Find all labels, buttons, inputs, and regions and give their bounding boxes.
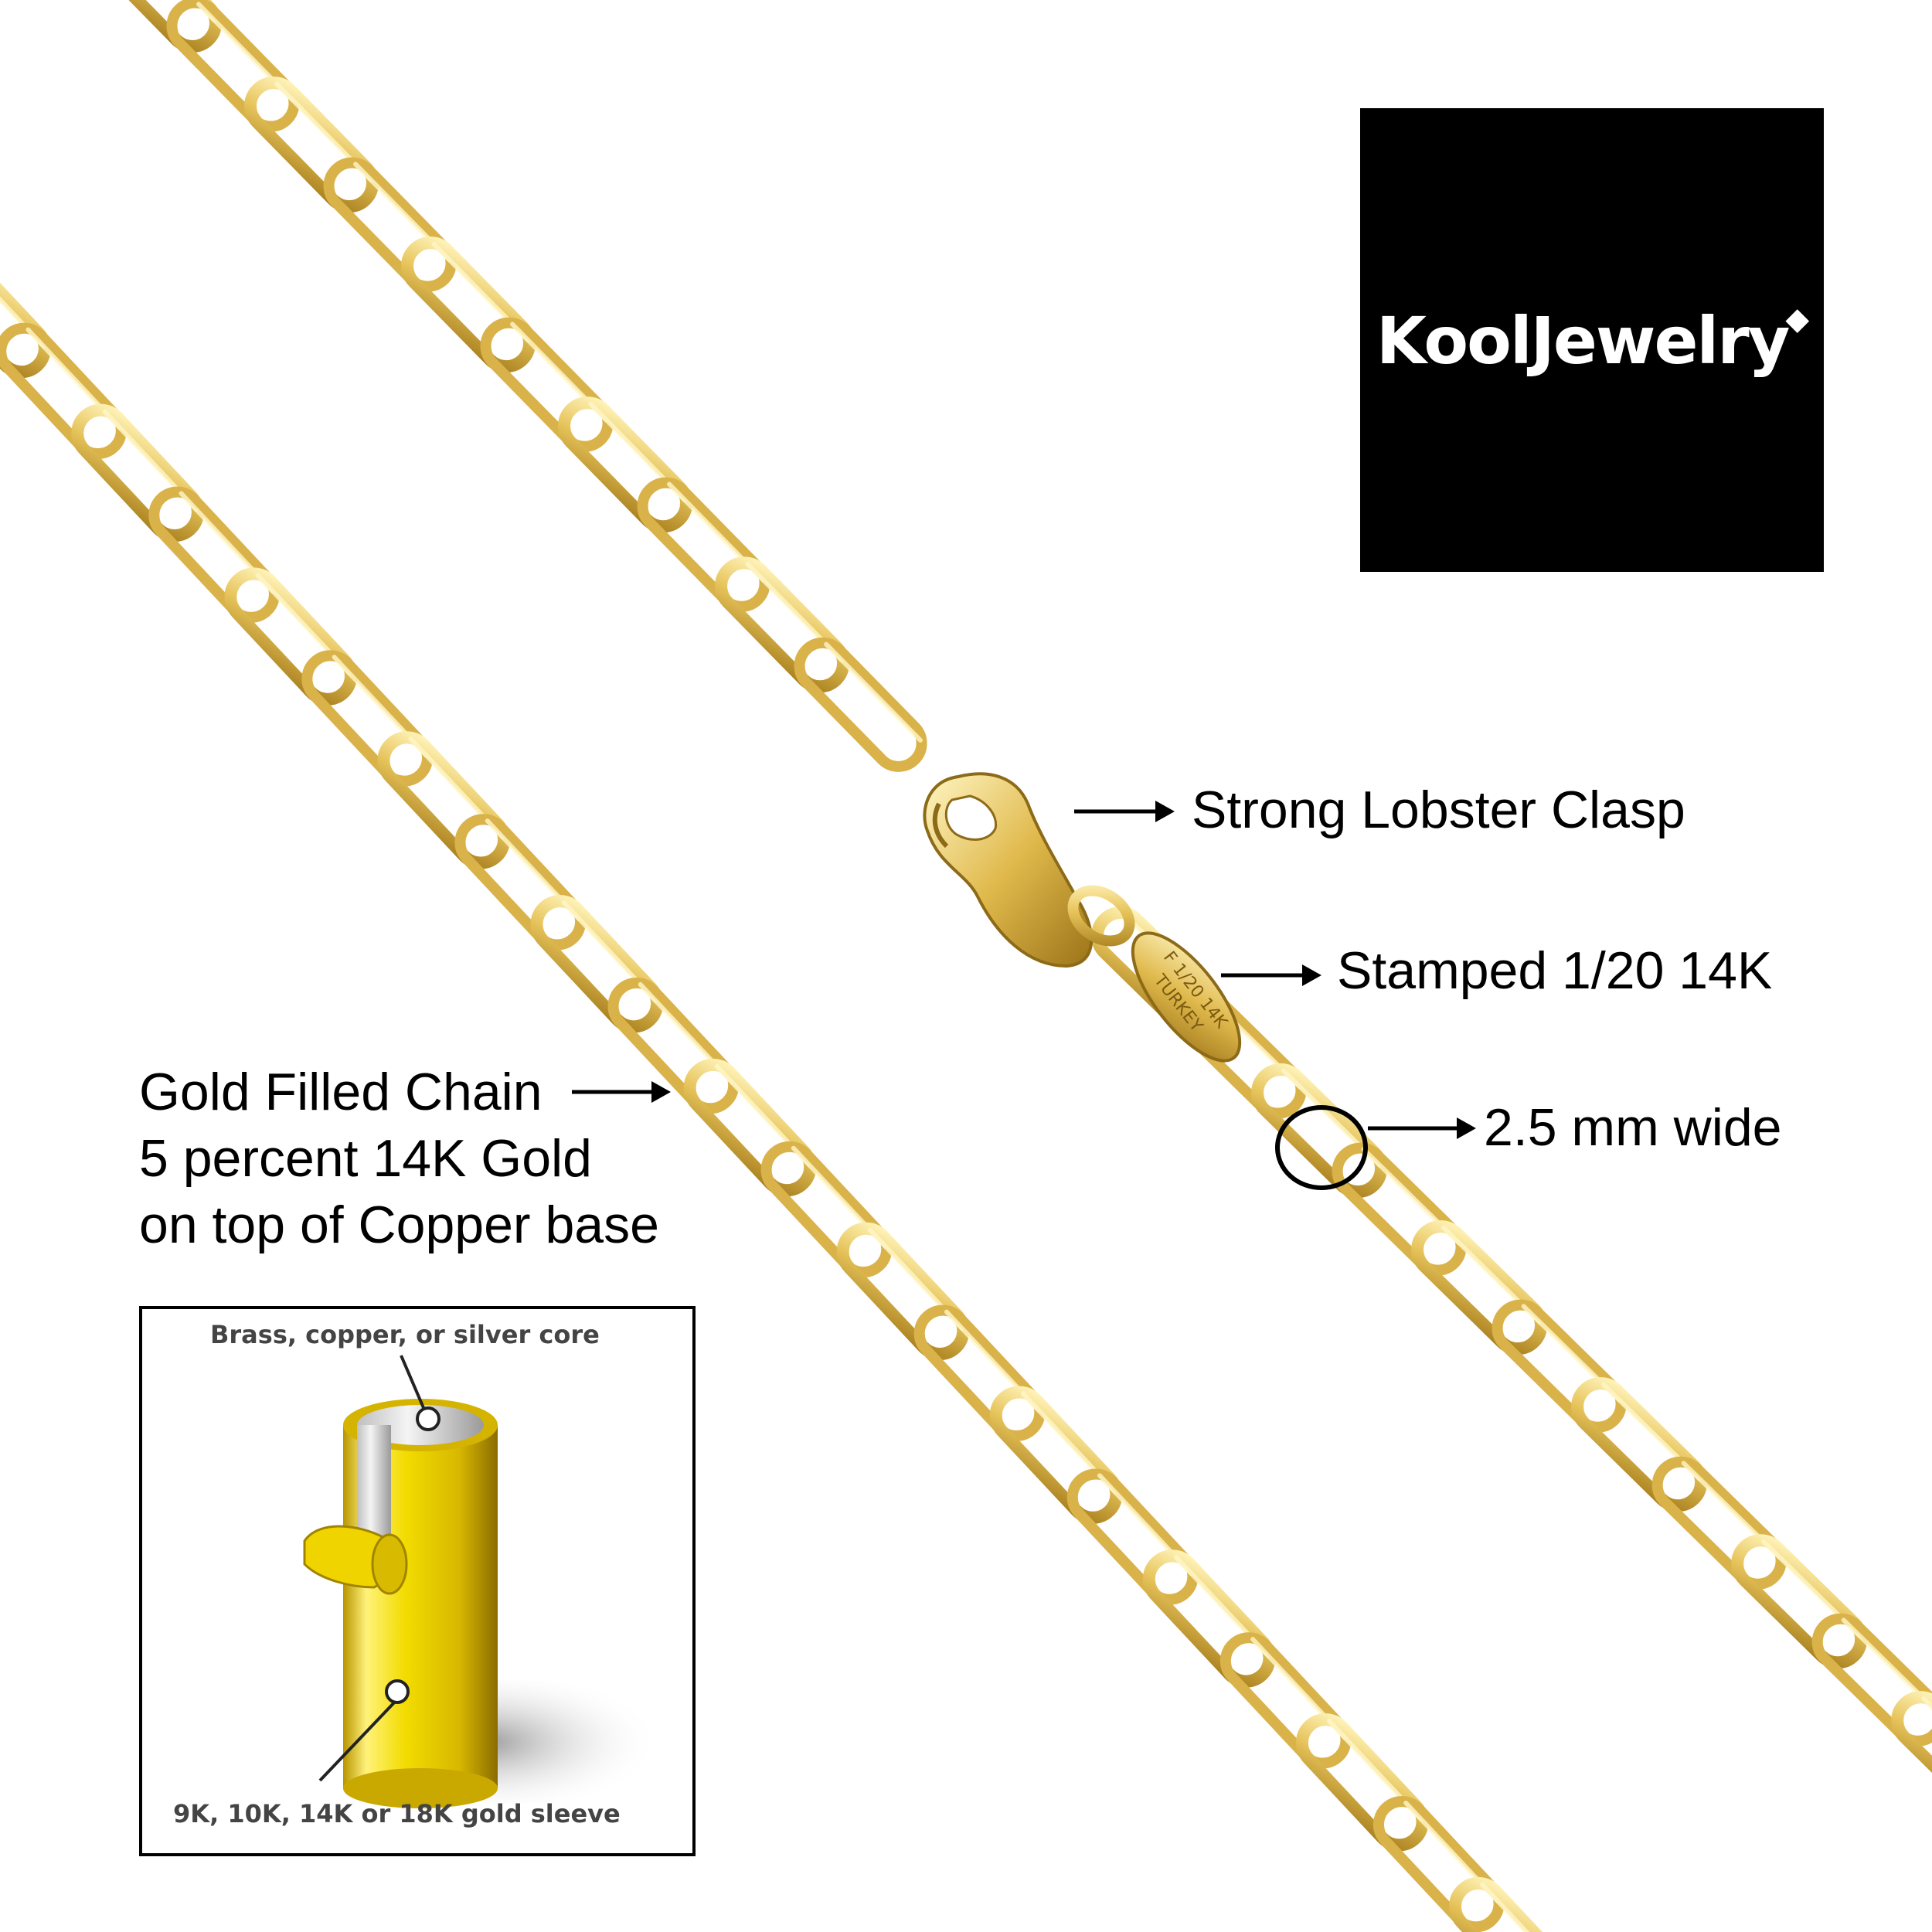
chain-link [1372, 1796, 1505, 1932]
arrow-chain [572, 1081, 671, 1103]
chain-link [1651, 1456, 1787, 1590]
paperclip-chain-left-strand [0, 240, 1582, 1932]
chain-link [836, 1222, 970, 1360]
chain-link-highlight [824, 641, 923, 743]
arrow-clasp [1074, 801, 1175, 822]
chain-link [1295, 1713, 1429, 1852]
chain-link-highlight [588, 402, 688, 503]
chain-link [1492, 1299, 1627, 1433]
chain-link [301, 650, 434, 787]
chain-link [794, 637, 927, 772]
brand-logo: KoolJewelry◆ [1376, 301, 1809, 379]
callout-chain-line1: Gold Filled Chain [139, 1063, 543, 1121]
chain-link-highlight [102, 409, 199, 512]
chain-link [683, 1058, 817, 1197]
chain-link [244, 77, 379, 213]
chain-link [0, 240, 51, 379]
chain-link [1066, 1468, 1199, 1605]
callout-clasp: Strong Lobster Clasp [1192, 781, 1685, 839]
chain-link [1449, 1876, 1582, 1932]
chain-link-highlight [1441, 1225, 1543, 1325]
chain-link [480, 317, 614, 452]
chain-link [0, 322, 127, 460]
chain-link-highlight [1761, 1539, 1862, 1638]
chain-link [530, 895, 664, 1033]
chain-link-highlight [0, 245, 46, 349]
core-label: Brass, copper, or silver core [210, 1320, 600, 1349]
chain-link [87, 0, 223, 53]
chain-link-highlight [1020, 1391, 1117, 1495]
chain-link-highlight [408, 736, 505, 840]
chain-link [148, 486, 280, 623]
chain-link [323, 157, 457, 292]
callout-chain-line3: on top of Copper base [139, 1196, 659, 1254]
chain-link-highlight [1281, 1068, 1383, 1168]
chain-link [558, 396, 693, 533]
chain-link [1332, 1142, 1467, 1276]
chain-link-highlight [1480, 1882, 1577, 1932]
brand-logo-text: KoolJewelry [1376, 303, 1791, 379]
chain-link [1142, 1549, 1276, 1688]
chain-link-highlight [1327, 1719, 1423, 1822]
chain-link [1731, 1534, 1868, 1669]
diamond-icon: ◆ [1785, 301, 1809, 337]
lobster-clasp [923, 772, 1135, 968]
chain-link-highlight [561, 900, 658, 1004]
chain-link [224, 567, 357, 706]
chain-link [1411, 1220, 1548, 1355]
callout-width: 2.5 mm wide [1484, 1098, 1782, 1157]
chain-link [1811, 1613, 1932, 1747]
chain-link-highlight [867, 1227, 964, 1331]
chain-link [1219, 1632, 1352, 1769]
chain-link [1251, 1063, 1388, 1199]
brand-logo-box: KoolJewelry◆ [1360, 108, 1824, 572]
chain-link-highlight [255, 573, 352, 676]
chain-link [913, 1304, 1046, 1441]
arrow-width [1368, 1117, 1476, 1139]
chain-link [607, 978, 740, 1114]
chain-link [715, 556, 850, 693]
gold-filled-cylinder-illustration [303, 1355, 660, 1808]
chain-link [377, 731, 511, 869]
chain-link-highlight [714, 1063, 811, 1167]
chain-link [454, 814, 587, 951]
gold-filled-diagram: Brass, copper, or silver core 9K, 10K, 1… [139, 1306, 696, 1856]
chain-link-highlight [1601, 1382, 1702, 1481]
chain-link [637, 477, 770, 612]
chain-link [1891, 1691, 1932, 1826]
chain-link [71, 403, 204, 542]
arrow-stamp [1221, 964, 1321, 986]
callout-chain-line2: 5 percent 14K Gold [139, 1129, 592, 1188]
sleeve-label: 9K, 10K, 14K or 18K gold sleeve [173, 1799, 621, 1828]
chain-link-highlight [1174, 1555, 1270, 1658]
callout-stamp: Stamped 1/20 14K [1337, 941, 1773, 1000]
chain-link [401, 236, 536, 373]
chain-link [1571, 1377, 1708, 1512]
chain-link-highlight [274, 81, 374, 183]
chain-link [989, 1386, 1123, 1524]
chain-link-highlight [745, 562, 845, 663]
chain-link [760, 1141, 893, 1278]
chain-link-highlight [431, 241, 531, 343]
stamped-tag: F 1/20 14K TURKEY [1131, 931, 1242, 1063]
width-circle [1275, 1105, 1368, 1190]
chain-link [166, 0, 300, 132]
